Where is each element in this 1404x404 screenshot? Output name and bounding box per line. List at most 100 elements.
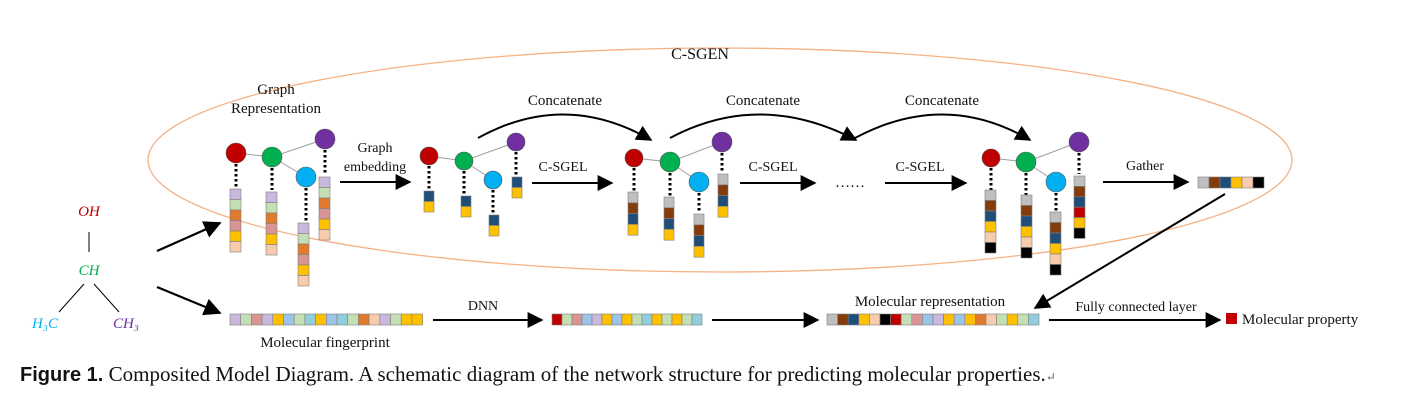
graph1-red-feature-cell bbox=[229, 220, 242, 232]
graph2-red-feature-cell bbox=[423, 201, 435, 213]
atom-node-cyan bbox=[295, 166, 317, 188]
csgen-title: C-SGEN bbox=[671, 46, 729, 63]
atom-node-red bbox=[981, 148, 1001, 168]
gathered-cell bbox=[1208, 176, 1221, 189]
molecular-representation-cell bbox=[1028, 313, 1040, 326]
fingerprint-cell bbox=[304, 313, 316, 326]
fingerprint-cell bbox=[283, 313, 295, 326]
graph3-green-feature-cell bbox=[663, 207, 675, 219]
atom-node-purple bbox=[314, 128, 336, 150]
graph4-red-feature-cell bbox=[984, 231, 997, 243]
molecular-representation-cell bbox=[1006, 313, 1019, 326]
graph3-green-feature-cell bbox=[663, 218, 675, 230]
molecular-representation-cell bbox=[890, 313, 902, 326]
fingerprint-cell bbox=[315, 313, 327, 326]
fingerprint-cell bbox=[293, 313, 306, 326]
gathered-cell bbox=[1197, 176, 1210, 189]
graph4-cyan-feature-cell bbox=[1049, 243, 1062, 255]
csgel-label-3: C-SGEL bbox=[896, 160, 945, 175]
graph3-red-feature-cell bbox=[627, 224, 639, 236]
molecular-fingerprint-label: Molecular fingerprint bbox=[260, 335, 390, 351]
fingerprint-cell bbox=[325, 313, 338, 326]
molecular-representation-cell bbox=[964, 313, 976, 326]
molecular-representation-cell bbox=[922, 313, 934, 326]
dnn-output-cell bbox=[571, 313, 583, 326]
molecular-representation-cell bbox=[900, 313, 913, 326]
atom-node-cyan bbox=[1045, 171, 1067, 193]
graph3-green-feature-cell bbox=[663, 229, 675, 241]
molecular-representation-cell bbox=[858, 313, 870, 326]
graph1-cyan-feature-cell bbox=[297, 233, 310, 245]
dnn-output-cell bbox=[671, 313, 683, 326]
fingerprint-cell bbox=[229, 313, 241, 326]
dnn-output-cell bbox=[551, 313, 563, 326]
graph-representation-label-line1: Graph bbox=[257, 82, 295, 98]
graph4-cyan-feature-cell bbox=[1049, 222, 1062, 234]
graph-representation-label-line2: Representation bbox=[231, 101, 321, 117]
atom-node-green bbox=[659, 151, 681, 173]
molecular-representation-cell bbox=[911, 313, 923, 326]
graph1-green-feature-cell bbox=[265, 244, 278, 256]
csgen-ellipse bbox=[147, 47, 1293, 273]
fingerprint-cell bbox=[261, 313, 274, 326]
molecular-representation-cell bbox=[953, 313, 966, 326]
dnn-output-cell bbox=[621, 313, 633, 326]
fingerprint-cell bbox=[411, 313, 423, 326]
graph3-green-feature-cell bbox=[663, 196, 675, 209]
graph4-red-feature-cell bbox=[984, 210, 997, 222]
graph4-cyan-feature-cell bbox=[1049, 253, 1062, 265]
arrow-concatenate-3 bbox=[854, 113, 1032, 141]
concatenate-label-3: Concatenate bbox=[905, 93, 979, 109]
dnn-output-vector bbox=[551, 313, 703, 326]
graph3-cyan-feature-cell bbox=[693, 235, 705, 247]
atom-node-green bbox=[261, 146, 283, 168]
graph1-purple-feature-cell bbox=[318, 197, 331, 209]
dnn-output-cell bbox=[591, 313, 603, 326]
graph3-red-feature-cell bbox=[627, 202, 639, 214]
fingerprint-cell bbox=[347, 313, 359, 326]
molecular-property-label: Molecular property bbox=[1242, 312, 1359, 328]
dnn-output-cell bbox=[691, 313, 703, 326]
gathered-cell bbox=[1241, 176, 1254, 189]
molecular-representation-cell bbox=[996, 313, 1008, 326]
molecular-representation-vector bbox=[826, 313, 1040, 326]
graph4-green-feature-cell bbox=[1020, 247, 1033, 259]
graph3-red-feature-cell bbox=[627, 191, 639, 204]
graph4-purple-feature-cell bbox=[1073, 217, 1086, 229]
atom-node-purple bbox=[1068, 131, 1090, 153]
molecular-representation-cell bbox=[932, 313, 944, 326]
fingerprint-cell bbox=[379, 313, 391, 326]
figure-caption-label: Figure 1. bbox=[20, 364, 104, 386]
graph1-green-feature-cell bbox=[265, 233, 278, 245]
atom-node-purple bbox=[711, 131, 733, 153]
graph1-red-feature-cell bbox=[229, 209, 242, 221]
graph3-cyan-feature-cell bbox=[693, 213, 705, 226]
graph-after-csgel-1 bbox=[624, 131, 733, 258]
graph-after-csgel-n bbox=[981, 131, 1090, 276]
graph4-green-feature-cell bbox=[1020, 215, 1033, 227]
graph1-purple-feature-cell bbox=[318, 176, 331, 188]
dnn-label: DNN bbox=[468, 299, 498, 314]
graph4-green-feature-cell bbox=[1020, 205, 1033, 217]
concatenate-label-2: Concatenate bbox=[726, 93, 800, 109]
graph2-green-feature-cell bbox=[460, 195, 472, 207]
molecular-representation-cell bbox=[1017, 313, 1029, 326]
figure-caption: Figure 1. Composited Model Diagram. A sc… bbox=[20, 362, 1390, 396]
molecule-ch3-label: CH₃ bbox=[113, 316, 139, 332]
atom-node-green bbox=[1015, 151, 1037, 173]
graph-embedding-label-line1: Graph bbox=[358, 141, 393, 156]
graph1-cyan-feature-cell bbox=[297, 275, 310, 287]
graph1-purple-feature-cell bbox=[318, 218, 331, 230]
arrow-gathered-to-representation bbox=[1033, 193, 1226, 309]
graph1-green-feature-cell bbox=[265, 223, 278, 235]
molecular-representation-label: Molecular representation bbox=[855, 294, 1006, 310]
molecule-oh-label: OH bbox=[78, 204, 101, 220]
graph4-green-feature-cell bbox=[1020, 226, 1033, 238]
graph-embedding-label-line2: embedding bbox=[344, 160, 406, 175]
dnn-output-cell bbox=[561, 313, 573, 326]
ellipsis-dots: …… bbox=[835, 175, 865, 191]
dnn-output-cell bbox=[601, 313, 613, 326]
molecular-representation-cell bbox=[879, 313, 891, 326]
graph4-cyan-feature-cell bbox=[1049, 264, 1062, 276]
graph1-cyan-feature-cell bbox=[297, 243, 310, 255]
